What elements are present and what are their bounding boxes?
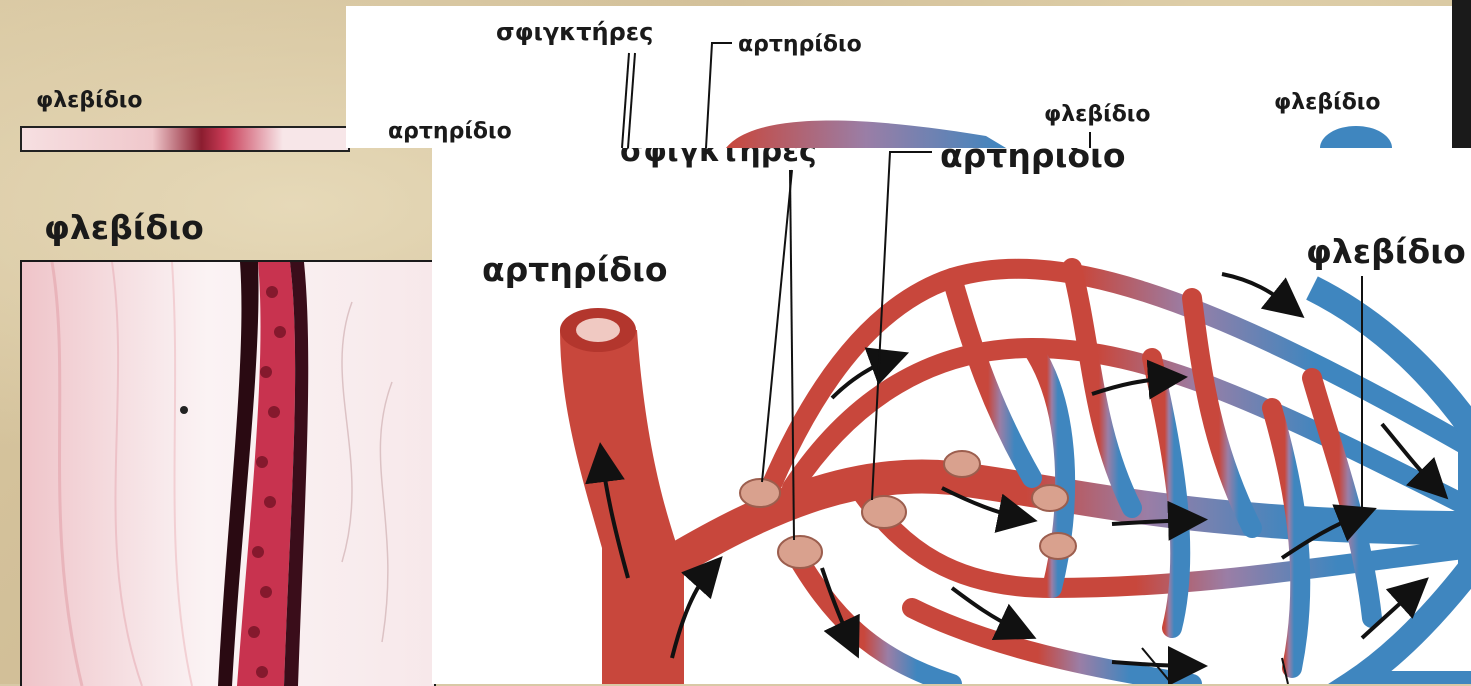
arteriole-trunk [560,330,684,684]
back-sphincters-label: σφιγκτήρες [496,18,653,46]
back-sphincter-leader-2 [628,53,635,148]
front-venule-right-label: φλεβίδιο [1306,232,1466,271]
back-micrograph [20,126,350,152]
back-venule-end [1320,126,1392,148]
back-venule-right-label: φλεβίδιο [1274,90,1381,115]
front-venule-left-label: φλεβίδιο [44,208,204,247]
micrograph-art [22,262,434,686]
back-diagram: σφιγκτήρες αρτηρίδιο αρτηρίδιο φλεβίδιο … [346,6,1452,148]
capillary-bed-diagram [432,148,1471,684]
back-slide-border [1452,0,1471,148]
front-micrograph [20,260,436,686]
back-arteriole-left-label: αρτηρίδιο [388,119,512,144]
front-diagram: σφιγκτήρες αρτηρίδιο αρτηρίδιο φλεβίδιο [432,148,1471,684]
front-arteriole-top-label: αρτηρίδιο [940,148,1126,175]
back-arteriole-leader [706,43,732,148]
back-sphincter-leader-1 [622,53,629,148]
front-arteriole-left-label: αρτηρίδιο [482,250,668,289]
back-venule-mid-label: φλεβίδιο [1044,102,1151,127]
back-arteriole-top-label: αρτηρίδιο [738,32,862,57]
flow-arrow [1222,274,1292,308]
back-venule-left-label: φλεβίδιο [36,88,143,113]
arteriole-leader [872,152,932,500]
back-vessel-shape [726,121,1006,148]
front-sphincters-label: σφιγκτήρες [620,148,817,169]
